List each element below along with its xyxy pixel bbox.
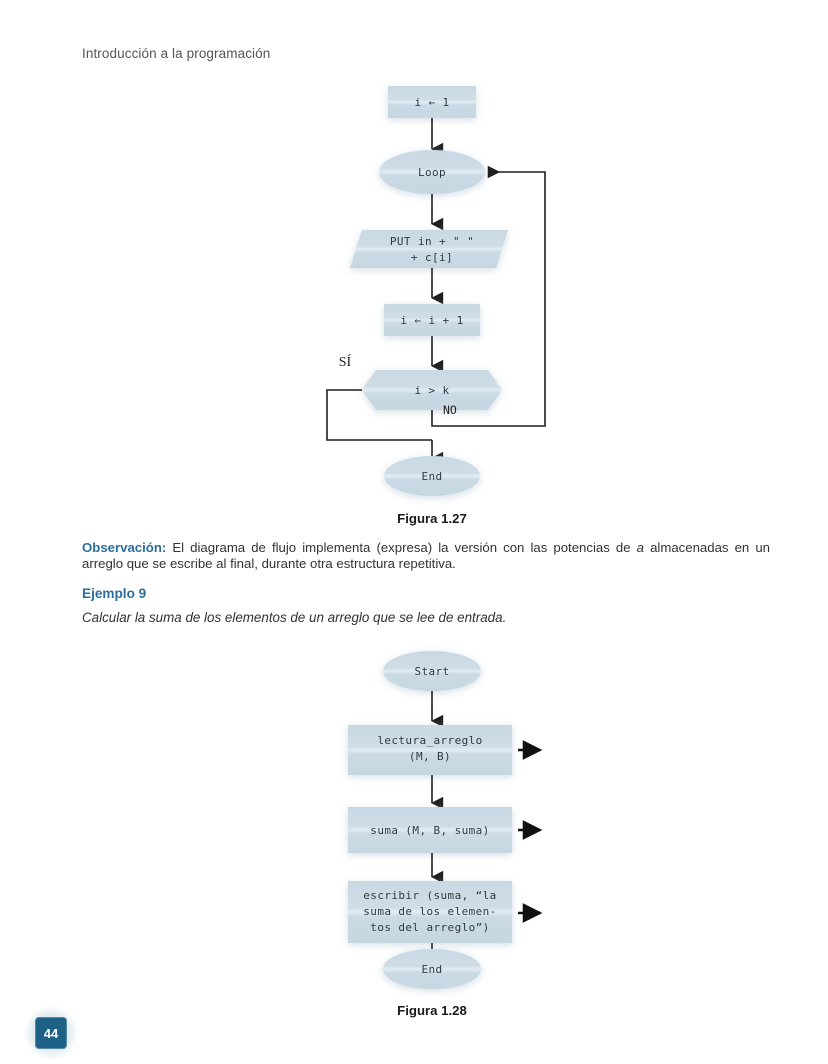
node-increment: i ← i + 1: [384, 304, 480, 336]
node-init-label: i ← 1: [414, 96, 449, 109]
branch-label-no: NO: [443, 403, 457, 417]
node-end-1: End: [384, 456, 480, 496]
node-end-2: End: [383, 949, 481, 989]
page-number: 44: [35, 1017, 67, 1049]
flowchart-1-28-svg: Start lectura_arreglo (M, B) suma (M, B,…: [348, 651, 543, 989]
node-output-line2: + c[i]: [411, 251, 453, 264]
observacion-text-after: almacenadas en un arreglo que se escribe…: [82, 540, 770, 572]
node-decision-label: i > k: [414, 384, 449, 397]
node-end-2-label: End: [421, 963, 442, 976]
node-escribir-line3: tos del arreglo”): [370, 921, 489, 934]
running-head: Introducción a la programación: [82, 46, 271, 61]
ejemplo-heading: Ejemplo 9: [82, 586, 147, 601]
node-suma-label: suma (M, B, suma): [370, 824, 489, 837]
node-start: Start: [383, 651, 481, 691]
node-start-label: Start: [414, 665, 449, 678]
figure-caption-1-27: Figura 1.27: [397, 511, 467, 526]
flowchart-figura-1-27: i ← 1 Loop PUT in + " " + c[i] i ← i + 1: [0, 78, 828, 508]
node-init: i ← 1: [388, 86, 476, 118]
node-escribir-line1: escribir (suma, “la: [363, 889, 496, 902]
node-end-1-label: End: [421, 470, 442, 483]
node-loop: Loop: [379, 150, 485, 194]
branch-label-yes: SÍ: [339, 353, 352, 370]
flowchart-figura-1-28: Start lectura_arreglo (M, B) suma (M, B,…: [0, 645, 828, 995]
node-increment-label: i ← i + 1: [400, 314, 463, 327]
node-lectura-line1: lectura_arreglo: [377, 734, 482, 747]
node-escribir: escribir (suma, “la suma de los elemen- …: [348, 881, 512, 943]
edge-decision-yes: [326, 389, 432, 441]
node-lectura-arreglo: lectura_arreglo (M, B): [348, 725, 512, 775]
edge-decision-no: [431, 165, 546, 427]
node-loop-label: Loop: [418, 166, 446, 179]
flowchart-1-27-svg: i ← 1 Loop PUT in + " " + c[i] i ← i + 1: [326, 86, 546, 496]
observacion-label: Observación:: [82, 540, 167, 555]
node-output-line1: PUT in + " ": [390, 235, 474, 248]
page-number-badge: 44: [24, 1006, 78, 1060]
observacion-text-before: El diagrama de flujo implementa (expresa…: [166, 540, 637, 555]
node-escribir-line2: suma de los elemen-: [363, 905, 496, 918]
node-suma: suma (M, B, suma): [348, 807, 512, 853]
observacion-paragraph: Observación: El diagrama de flujo implem…: [82, 540, 770, 573]
figure-caption-1-28: Figura 1.28: [397, 1003, 467, 1018]
ejemplo-statement: Calcular la suma de los elementos de un …: [82, 610, 507, 625]
observacion-italic-var: a: [636, 540, 644, 555]
node-output: PUT in + " " + c[i]: [350, 230, 508, 268]
node-lectura-line2: (M, B): [409, 750, 451, 763]
node-decision: i > k: [362, 370, 502, 410]
